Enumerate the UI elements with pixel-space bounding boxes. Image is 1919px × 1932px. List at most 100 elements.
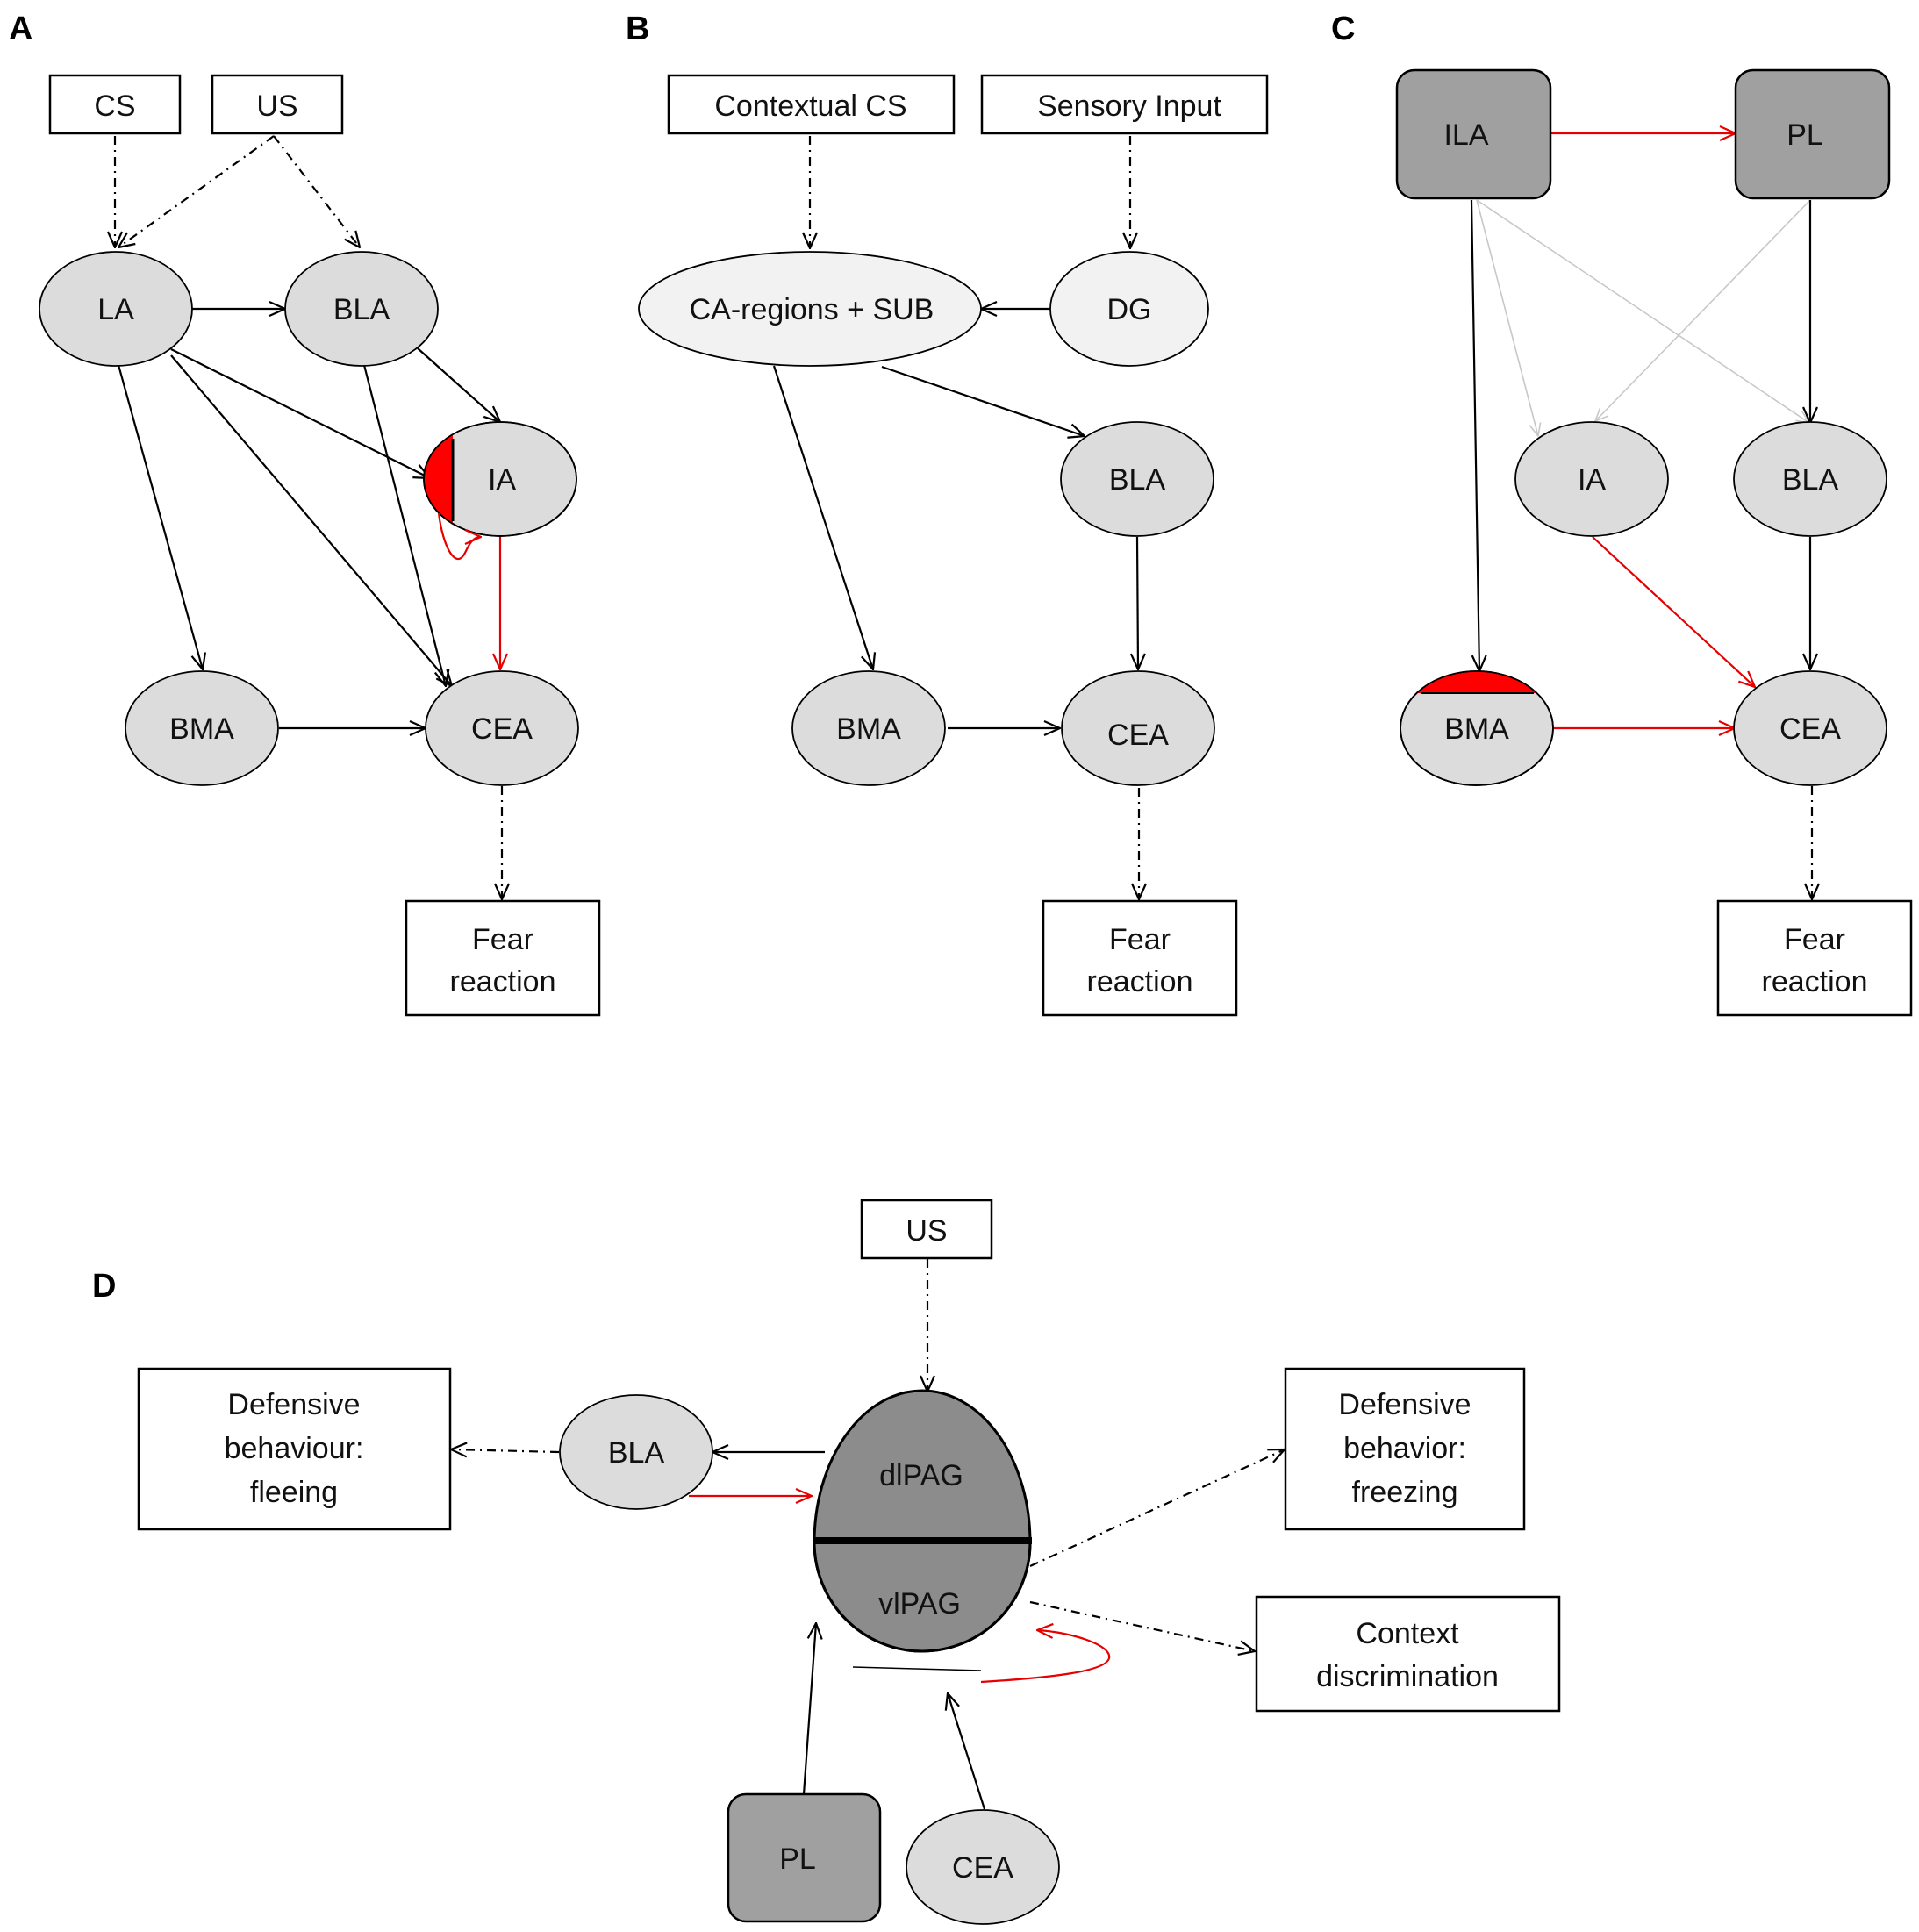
node-d-vlpag-label: vlPAG	[878, 1587, 961, 1621]
node-b-bma-label: BMA	[836, 712, 901, 746]
panel-b-label: B	[626, 11, 649, 47]
node-d-fleeing-line1: Defensive	[227, 1388, 360, 1421]
edge-la-to-cea	[170, 354, 452, 686]
panel-a-label: A	[9, 11, 32, 47]
node-a-bla	[284, 251, 439, 367]
node-b-cea-label: CEA	[1107, 719, 1169, 752]
node-a-la-label: LA	[97, 293, 134, 326]
edge-pl-to-vlpag	[802, 1623, 816, 1795]
node-b-bla-label: BLA	[1109, 463, 1166, 497]
edge-pl-to-ia	[1595, 199, 1811, 421]
panel-d-edges	[451, 1259, 1285, 1810]
node-b-fear-reaction	[1042, 899, 1238, 1017]
node-b-dg	[1049, 251, 1209, 367]
node-c-fear-reaction	[1716, 899, 1913, 1017]
panel-d-label: D	[92, 1268, 116, 1305]
node-c-cea-label: CEA	[1779, 712, 1841, 746]
node-c-bma-label: BMA	[1444, 712, 1509, 746]
node-d-us-label: US	[906, 1214, 947, 1248]
edge-la-to-ia	[170, 348, 430, 478]
node-d-dlpag-label: dlPAG	[879, 1459, 963, 1492]
node-d-bla	[559, 1394, 713, 1510]
node-a-fear-line2: reaction	[450, 965, 556, 998]
node-c-ia-label: IA	[1578, 463, 1606, 497]
node-b-contextual-cs-label: Contextual CS	[714, 89, 906, 123]
node-c-pl	[1734, 68, 1891, 200]
node-a-ia-label: IA	[488, 463, 516, 497]
node-c-fear-line2: reaction	[1762, 965, 1868, 998]
panel-b-edges	[772, 136, 1139, 899]
panel-c-label: C	[1331, 11, 1355, 47]
node-d-fleeing-line3: fleeing	[250, 1476, 338, 1509]
edge-vlpag-to-freezing	[1029, 1449, 1285, 1567]
node-a-fear-reaction	[405, 899, 601, 1017]
node-d-context-line1: Context	[1356, 1617, 1459, 1650]
edge-ca-to-bla	[881, 365, 1085, 436]
node-d-cea	[906, 1809, 1060, 1925]
edge-ca-to-bma	[772, 365, 873, 669]
node-c-fear-line1: Fear	[1784, 923, 1845, 956]
node-a-bma-label: BMA	[169, 712, 234, 746]
node-a-cea	[425, 670, 579, 786]
node-a-bla-label: BLA	[333, 293, 390, 326]
panel-c: C ILA PL IA BLA BMA CEA	[1331, 11, 1913, 1017]
node-a-cea-label: CEA	[471, 712, 533, 746]
node-b-bma	[791, 670, 946, 786]
node-d-freezing-line2: behavior:	[1343, 1432, 1466, 1465]
node-d-pl	[727, 1792, 882, 1923]
node-d-context-discrimination	[1255, 1595, 1561, 1713]
node-c-ila	[1395, 68, 1552, 200]
panel-a: A CS US LA BLA	[9, 11, 601, 1017]
node-b-ca-regions-sub	[638, 251, 982, 367]
node-b-fear-line2: reaction	[1087, 965, 1193, 998]
node-d-freezing-line1: Defensive	[1338, 1388, 1471, 1421]
node-b-sensory-input	[980, 74, 1269, 135]
edge-us-to-bla	[273, 135, 360, 247]
node-c-cea	[1733, 670, 1887, 786]
node-a-cs	[48, 74, 182, 135]
node-d-dlpag	[813, 1389, 1032, 1544]
edge-bla-to-fleeing	[451, 1449, 560, 1452]
node-c-pl-label: PL	[1787, 118, 1823, 152]
panel-a-edges	[115, 135, 502, 899]
edge-ila-to-bma	[1470, 199, 1479, 671]
node-a-us	[211, 74, 344, 135]
node-a-cs-label: CS	[94, 89, 135, 123]
edge-bla-to-cea-b	[1137, 536, 1138, 669]
edge-vlpag-to-context	[1029, 1600, 1255, 1651]
node-c-ila-label: ILA	[1443, 118, 1488, 152]
panel-c-edges	[1470, 133, 1812, 899]
node-d-us	[860, 1199, 993, 1260]
edge-bla-to-ia	[417, 347, 500, 422]
node-c-bla-label: BLA	[1782, 463, 1839, 497]
edge-la-to-bma	[117, 364, 203, 669]
edge-ila-to-ia	[1476, 199, 1538, 436]
node-b-fear-line1: Fear	[1109, 923, 1171, 956]
edge-cea-to-vlpag	[948, 1693, 986, 1810]
edge-ila-to-bla	[1476, 199, 1809, 423]
node-d-defensive-fleeing	[137, 1367, 452, 1531]
edge-ia-self-loop	[437, 512, 481, 560]
node-d-freezing-line3: freezing	[1352, 1476, 1458, 1509]
node-c-ia	[1514, 421, 1669, 537]
node-d-pl-label: PL	[779, 1843, 816, 1876]
edge-vlpag-self-loop	[980, 1630, 1111, 1684]
node-b-sensory-input-label: Sensory Input	[1037, 89, 1221, 123]
node-b-contextual-cs	[667, 74, 956, 135]
panel-b: B Contextual CS Sensory Input CA-regions…	[626, 11, 1269, 1017]
ia-highlight-region	[424, 422, 453, 536]
node-a-bma	[125, 670, 279, 786]
node-c-bla	[1733, 421, 1887, 537]
edge-bla-to-cea	[362, 364, 446, 686]
node-d-context-line2: discrimination	[1316, 1660, 1499, 1693]
node-d-defensive-freezing	[1284, 1367, 1526, 1531]
node-d-fleeing-line2: behaviour:	[225, 1432, 364, 1465]
edge-us-to-la	[118, 135, 275, 247]
node-a-la	[39, 251, 193, 367]
edge-ia-to-cea-c	[1592, 536, 1755, 687]
node-d-bla-label: BLA	[608, 1436, 665, 1470]
node-d-pag	[813, 1389, 1032, 1671]
panel-d: D US Defensive behaviour: fleeing BLA	[92, 1199, 1561, 1925]
node-a-fear-line1: Fear	[472, 923, 533, 956]
